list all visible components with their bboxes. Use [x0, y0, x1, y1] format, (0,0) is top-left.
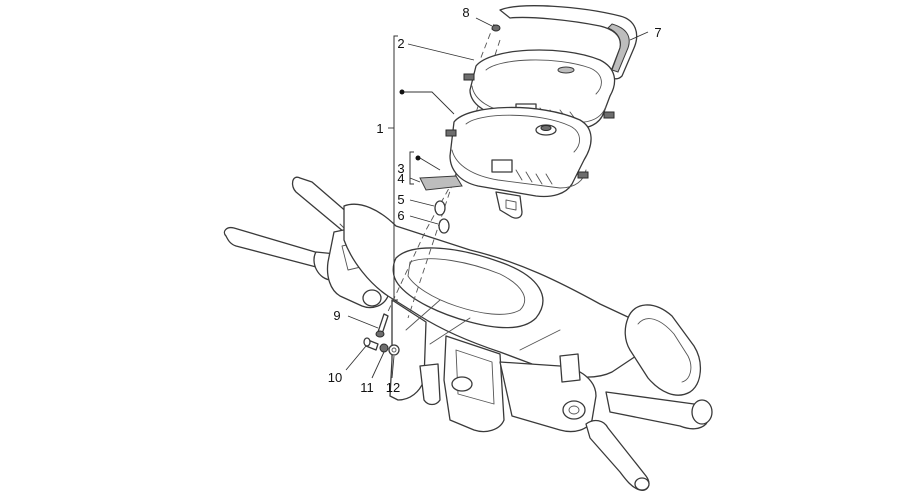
right-clamp-bolt: [562, 400, 586, 420]
upper-cover-window: [485, 59, 602, 95]
leader-10: [345, 345, 367, 371]
callout-1: 1: [376, 121, 383, 136]
cluster-mount-hole: [505, 199, 517, 211]
group-brackets: [393, 35, 421, 301]
lower-bracket: [419, 363, 441, 406]
callout-9: 9: [333, 308, 340, 323]
part-9-screw: [375, 313, 389, 338]
part-8-screw: [491, 24, 501, 32]
right-lever-ball: [634, 477, 650, 491]
cluster-tab-left: [445, 129, 457, 137]
cluster-dial-face: [465, 114, 580, 153]
right-mirror-cover: [624, 304, 701, 396]
cluster-ribs: [515, 169, 553, 185]
right-mirror-cover-inner: [637, 318, 692, 383]
washer-large-hole: [391, 347, 397, 353]
callout-12: 12: [386, 380, 400, 395]
upper-cover-tab-right: [603, 111, 615, 119]
leader-9: [347, 315, 379, 329]
callout-11: 11: [360, 380, 374, 395]
cluster-mount-bracket: [495, 191, 523, 219]
right-clamp-bolt-inner: [568, 405, 580, 415]
leader-11: [371, 351, 385, 379]
part-1-instrument-cluster: [445, 106, 592, 219]
part-6-bulb: [438, 218, 450, 234]
left-brake-lever: [223, 226, 330, 269]
right-tube: [499, 361, 597, 433]
right-grip-end: [691, 399, 713, 425]
callout-labels: 1 2 3 4 5 6 7 8 9 10 11 12: [328, 5, 662, 395]
part-4-gasket-pad: [419, 175, 463, 191]
center-stem: [443, 335, 505, 433]
leader-8: [475, 17, 493, 27]
bolt-head: [363, 337, 371, 347]
cluster-tab-right: [577, 171, 589, 179]
part-11-washer: [379, 343, 389, 353]
cluster-rim: [451, 149, 587, 189]
callout-7: 7: [654, 25, 661, 40]
frame-rib: [405, 299, 561, 351]
washer-large: [388, 344, 400, 356]
bulb-upper: [434, 200, 446, 216]
handlebar-assembly: [223, 176, 713, 491]
callout-5: 5: [397, 192, 404, 207]
dot-part-3: [415, 155, 421, 161]
callout-10: 10: [328, 370, 342, 385]
bulb-lower: [438, 218, 450, 234]
washer-small: [379, 343, 389, 353]
callout-4: 4: [397, 171, 404, 186]
gasket-pad: [419, 175, 463, 191]
leader-3-dot: [419, 157, 441, 171]
axis-line-main: [407, 39, 501, 319]
cluster-connector: [491, 159, 513, 173]
callout-6: 6: [397, 208, 404, 223]
trim-bezel-outer: [499, 5, 638, 80]
callout-2: 2: [397, 36, 404, 51]
leader-lines: [345, 17, 649, 379]
part-12-washer: [388, 344, 400, 356]
upper-cover-tab-left: [463, 73, 475, 81]
bracket-part-1: [393, 35, 398, 301]
dot-part-1: [399, 89, 405, 95]
right-switch-stub: [559, 353, 581, 383]
left-switch-button: [362, 289, 382, 307]
gauge-recess-inner: [407, 258, 525, 315]
cluster-center-cap: [540, 125, 552, 131]
leader-5: [409, 199, 435, 207]
axis-line-upper: [479, 23, 495, 61]
leader-12: [391, 355, 395, 379]
leader-1-dot: [404, 91, 455, 115]
callout-8: 8: [462, 5, 469, 20]
part-5-bulb: [434, 200, 446, 216]
callout-3: 3: [397, 161, 404, 176]
upper-cover-knob: [557, 66, 575, 74]
stem-boss: [451, 376, 473, 392]
part-10-bolt: [363, 337, 379, 351]
leader-2: [407, 43, 475, 61]
bracket-part-3: [409, 151, 414, 185]
small-screw-head: [491, 24, 501, 32]
leader-4: [409, 177, 421, 183]
leader-7: [629, 31, 649, 41]
screw-head: [375, 330, 385, 338]
leader-6: [409, 215, 439, 225]
